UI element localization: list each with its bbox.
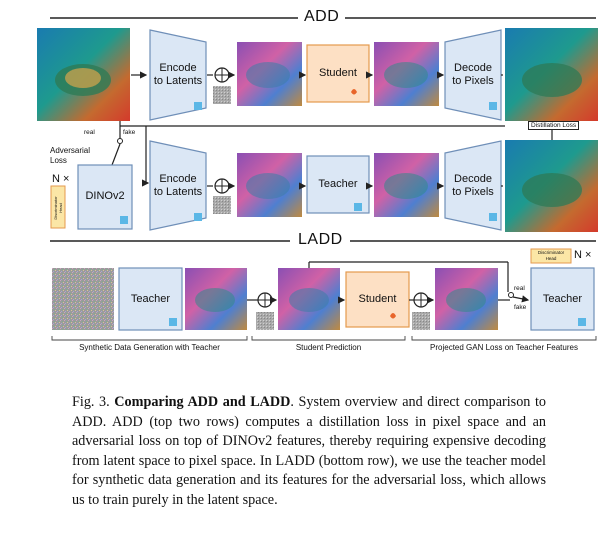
disc-head-label-add: Discriminator Head	[53, 196, 63, 220]
teacher-label-ladd: Teacher	[130, 293, 171, 305]
caption-title: Comparing ADD and LADD	[114, 394, 291, 410]
encode-to-latents-block-2	[149, 140, 207, 231]
fake-label-add: fake	[123, 129, 136, 136]
decode-label-2: Decode to Pixels	[452, 173, 494, 198]
frozen-icon	[194, 102, 202, 110]
diagram-canvas	[37, 17, 598, 341]
n-times-ladd: N ×	[574, 249, 592, 261]
add-row-2	[50, 140, 598, 232]
caption-fig-number: Fig. 3.	[72, 394, 110, 410]
n-times-add: N ×	[52, 173, 70, 185]
add-row-1	[37, 28, 598, 121]
encode-label-1: Encode to Latents	[153, 62, 203, 87]
real-label-add: real	[84, 129, 95, 136]
fake-label-ladd: fake	[514, 304, 527, 311]
noise-patch	[213, 86, 231, 104]
teacher-label-add: Teacher	[318, 178, 358, 190]
real-label-ladd: real	[514, 285, 525, 292]
teacher2-label-ladd: Teacher	[542, 293, 583, 305]
student-block-add	[306, 44, 370, 103]
add-header: ADD	[298, 8, 346, 26]
ladd-header: LADD	[292, 231, 349, 249]
figure-caption: Fig. 3. Comparing ADD and LADD. System o…	[72, 393, 546, 511]
distillation-loss-label: Distillation Loss	[528, 121, 580, 130]
ladd-row	[51, 248, 597, 341]
disc-head-label-ladd: Discriminator Head	[537, 250, 565, 261]
dinov2-label: DINOv2	[85, 190, 125, 202]
student-block-ladd	[345, 271, 410, 328]
decode-label-1: Decode to Pixels	[452, 62, 494, 87]
trainable-flame-icon	[351, 89, 357, 95]
section-label-3: Projected GAN Loss on Teacher Features	[430, 343, 578, 352]
adversarial-loss-label: Adversarial Loss	[50, 146, 91, 165]
student-label-ladd: Student	[358, 293, 397, 305]
decode-to-pixels-block	[444, 29, 502, 121]
discriminator-head-ladd	[530, 248, 572, 264]
encode-to-latents-block	[149, 29, 207, 121]
section-label-2: Student Prediction	[295, 343, 362, 352]
student-label-add: Student	[319, 67, 357, 79]
section-label-1: Synthetic Data Generation with Teacher	[79, 343, 220, 352]
discriminator-head-add	[50, 185, 66, 229]
noise-input	[52, 268, 114, 330]
encode-label-2: Encode to Latents	[153, 173, 203, 198]
caption-body: . System overview and direct comparison …	[72, 394, 546, 508]
